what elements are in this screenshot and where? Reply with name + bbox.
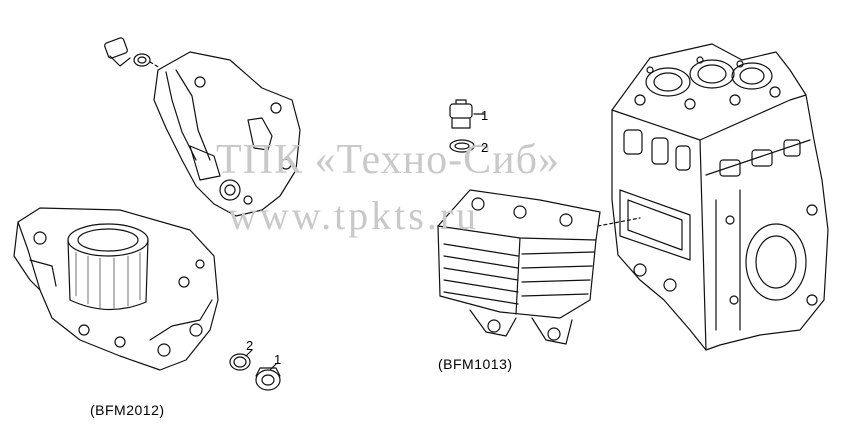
callout-1-bfm2012: 1 (274, 352, 282, 367)
caption-bfm1013: (BFM1013) (438, 356, 513, 372)
seal-ring-upper (133, 53, 151, 67)
callout-1-bfm1013: 1 (481, 108, 489, 123)
plug-upper (104, 37, 131, 67)
oil-cooler-bfm1013 (437, 99, 641, 345)
caption-bfm2012: (BFM2012) (90, 402, 165, 418)
engine-block (611, 43, 829, 351)
plug-part-1-bfm1013 (449, 99, 473, 129)
watermark-url: www.tpkts.ru (228, 193, 480, 238)
callout-2-bfm1013: 2 (481, 140, 489, 155)
callout-2-bfm2012: 2 (246, 338, 254, 353)
seal-ring-part-2-bfm2012 (229, 353, 251, 371)
filter-housing-bfm2012 (13, 207, 281, 391)
plug-part-1-bfm2012 (255, 367, 281, 391)
watermark-company: ТПК «Техно-Сиб» (216, 137, 560, 183)
cover-assembly-upper (104, 37, 301, 217)
